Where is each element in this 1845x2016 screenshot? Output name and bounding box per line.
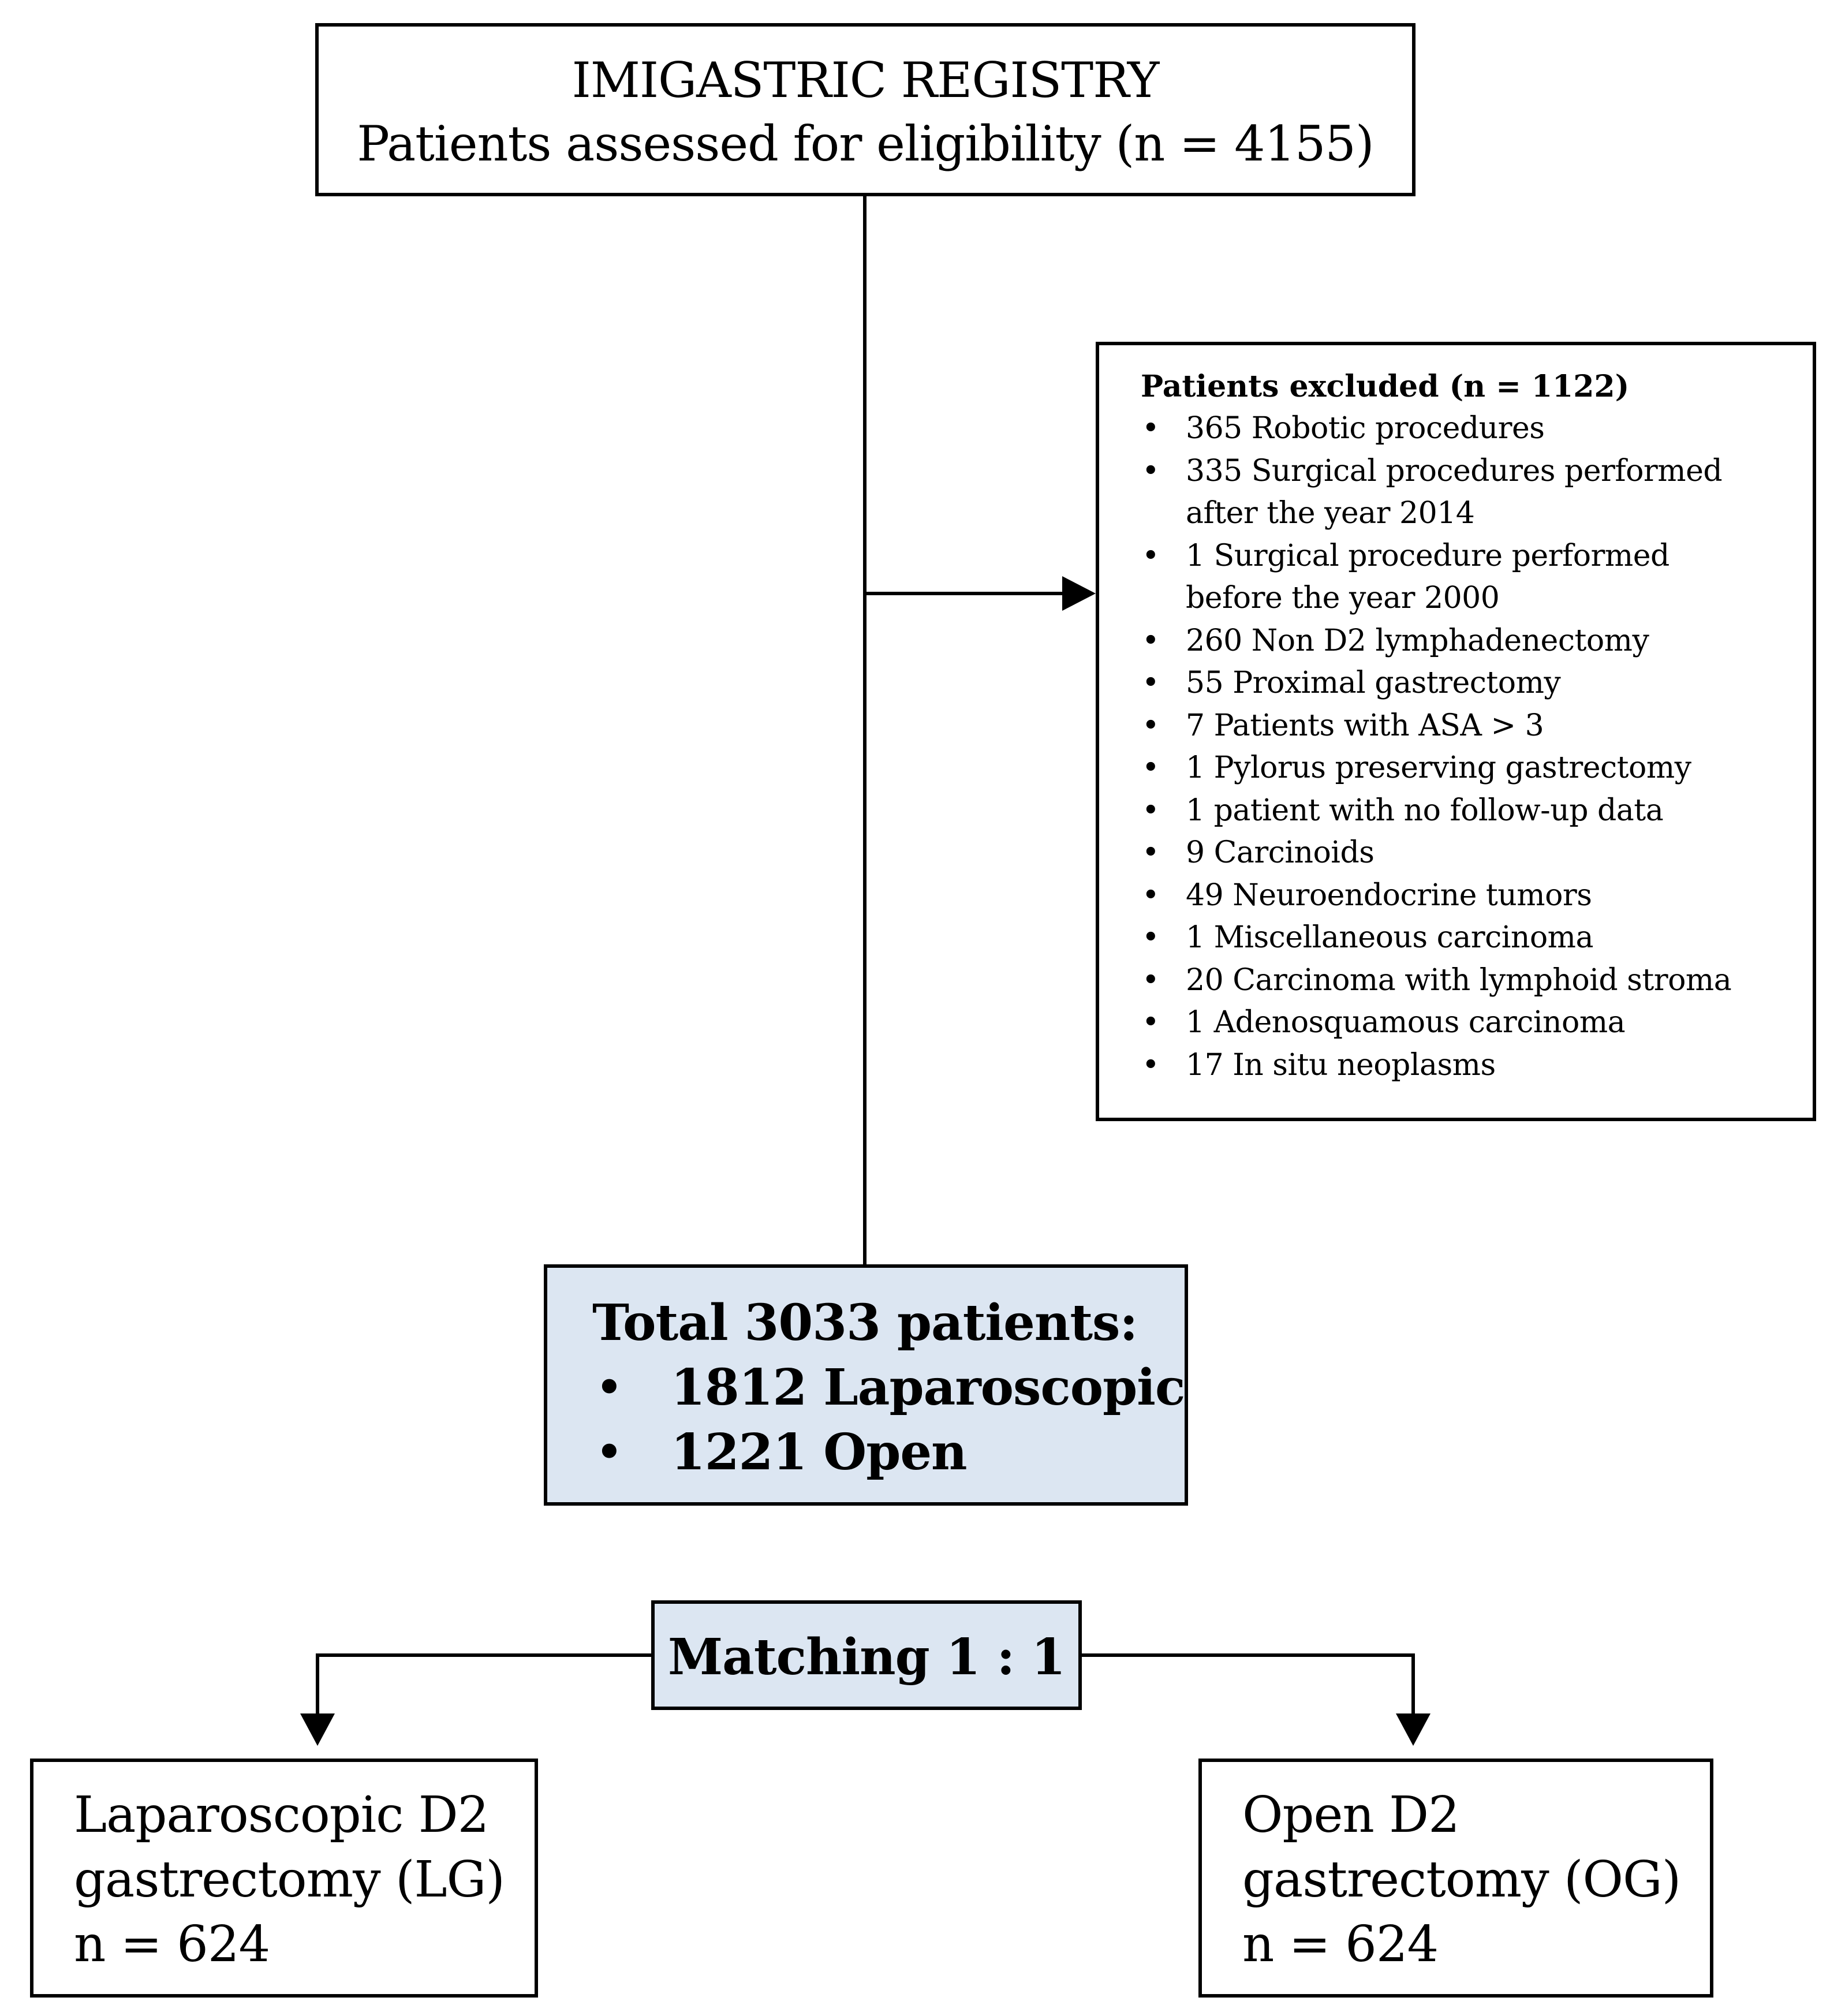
bullet-icon: • [1142,751,1160,785]
og-arrowhead [1396,1713,1431,1746]
excluded-item-text: 335 Surgical procedures performed [1186,453,1723,488]
excluded-item: • 1 Miscellaneous carcinoma [1141,917,1731,960]
total-item: • 1812 Laparoscopic [592,1356,1185,1420]
bullet-icon: • [1142,878,1160,913]
excluded-item: • 1 Adenosquamous carcinoma [1141,1002,1731,1044]
excluded-item-text: 1 patient with no follow-up data [1186,793,1664,828]
excluded-item-text: 1 Miscellaneous carcinoma [1186,920,1593,955]
excluded-item: • 9 Carcinoids [1141,832,1731,875]
bullet-icon: • [1142,411,1160,446]
bullet-icon: • [1142,623,1160,658]
excluded-item-text: 49 Neuroendocrine tumors [1186,878,1592,913]
total-title: Total 3033 patients: [592,1294,1138,1352]
og-arm-line1: Open D2 [1242,1786,1460,1844]
lg-arrowhead [300,1713,335,1746]
excluded-item-text: 55 Proximal gastrectomy [1186,666,1561,700]
excluded-item-text: 20 Carcinoma with lymphoid stroma [1186,962,1732,998]
matching-label: Matching 1 : 1 [667,1628,1066,1686]
excluded-item-text: before the year 2000 [1186,581,1500,615]
bullet-icon: • [1142,453,1160,488]
excluded-item: • 1 Surgical procedure performed [1141,535,1731,578]
bullet-icon: • [1142,538,1160,573]
excluded-item-text: 9 Carcinoids [1186,835,1375,870]
excluded-item: after the year 2014 [1141,492,1731,535]
excluded-item: • 365 Robotic procedures [1141,408,1731,450]
bullet-icon: • [1142,962,1160,998]
excluded-item-text: 1 Adenosquamous carcinoma [1186,1005,1626,1040]
bullet-icon: • [595,1424,624,1481]
excluded-item-text: 260 Non D2 lymphadenectomy [1186,623,1649,658]
excluded-item-text: after the year 2014 [1186,496,1475,531]
exclusion-arrowhead [1062,576,1096,611]
excluded-item-text: 1 Pylorus preserving gastrectomy [1186,751,1691,785]
lg-arm-count: n = 624 [74,1916,270,1973]
registry-subtitle: Patients assessed for eligibility (n = 4… [357,115,1374,172]
excluded-item: • 260 Non D2 lymphadenectomy [1141,620,1731,663]
matching-box: Matching 1 : 1 [651,1600,1082,1710]
bullet-icon: • [1142,666,1160,700]
excluded-box: Patients excluded (n = 1122) • 365 Roboti… [1096,342,1816,1121]
og-arm-box: Open D2 gastrectomy (OG) n = 624 [1198,1759,1713,1998]
excluded-list: • 365 Robotic procedures • 335 Surgical pro… [1141,408,1732,1087]
bullet-icon: • [1142,793,1160,828]
bullet-icon: • [595,1359,624,1417]
total-item-text: 1221 Open [671,1423,968,1481]
bullet-icon: • [1142,1047,1160,1082]
og-arm-count: n = 624 [1242,1916,1439,1973]
bullet-icon: • [1142,835,1160,870]
excluded-item: • 1 Pylorus preserving gastrectomy [1141,747,1731,790]
excluded-item-text: 365 Robotic procedures [1186,411,1545,446]
lg-arm-box: Laparoscopic D2 gastrectomy (LG) n = 624 [30,1759,538,1998]
lg-branch-line [316,1653,651,1715]
bullet-icon: • [1142,1005,1160,1040]
excluded-item: • 1 patient with no follow-up data [1141,790,1731,832]
lg-arm-text: Laparoscopic D2 gastrectomy (LG) n = 624 [74,1783,505,1977]
excluded-item-text: 17 In situ neoplasms [1186,1047,1496,1082]
total-list: • 1812 Laparoscopic • 1221 Open [592,1356,1185,1485]
excluded-item: • 49 Neuroendocrine tumors [1141,875,1731,917]
lg-arm-line2: gastrectomy (LG) [74,1851,505,1909]
excluded-item: • 335 Surgical procedures performed [1141,450,1731,493]
og-arm-line2: gastrectomy (OG) [1242,1851,1681,1909]
total-item: • 1221 Open [592,1420,1185,1485]
excluded-title: Patients excluded (n = 1122) [1141,369,1630,404]
og-arm-text: Open D2 gastrectomy (OG) n = 624 [1242,1783,1681,1977]
registry-box: IMIGASTRIC REGISTRY Patients assessed fo… [315,23,1416,196]
bullet-icon: • [1142,708,1160,743]
total-box: Total 3033 patients: •1812 Laparoscopic•… [544,1264,1188,1506]
registry-title: IMIGASTRIC REGISTRY [572,52,1160,109]
lg-arm-line1: Laparoscopic D2 [74,1786,489,1844]
og-branch-line [1082,1653,1415,1715]
excluded-item-text: 1 Surgical procedure performed [1186,538,1670,573]
excluded-item-text: 7 Patients with ASA > 3 [1186,708,1544,743]
excluded-item: • 55 Proximal gastrectomy [1141,662,1731,705]
excluded-item: • 20 Carcinoma with lymphoid stroma [1141,960,1732,1002]
excluded-item: • 7 Patients with ASA > 3 [1141,705,1731,748]
total-item-text: 1812 Laparoscopic [671,1358,1185,1417]
bullet-icon: • [1142,920,1160,955]
excluded-item: before the year 2000 [1141,577,1731,620]
excluded-item: • 17 In situ neoplasms [1141,1044,1731,1087]
